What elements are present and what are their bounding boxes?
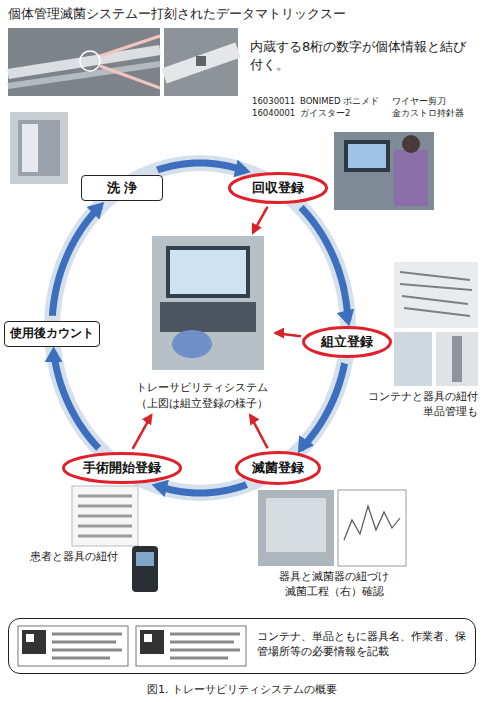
laptop-keyboard (160, 302, 256, 332)
node-label: 使用後カウント (10, 325, 94, 342)
ellipse-shape (304, 328, 391, 357)
scanner-screen (136, 552, 154, 566)
node-label: 組立登録 (321, 333, 373, 352)
table-cell: ワイヤー剪刀 (392, 96, 478, 107)
tag-lines (170, 634, 240, 658)
staff-figure (394, 150, 428, 206)
link-arrow (253, 207, 268, 233)
laptop-display (170, 250, 246, 294)
zoom-circle (80, 51, 100, 71)
barcode-scanner (132, 546, 158, 592)
node-label: 滅菌登録 (252, 459, 304, 478)
process-box: 洗 浄 (81, 175, 163, 201)
staff-head (402, 135, 420, 153)
qr-cell (144, 634, 152, 642)
qr-cell (26, 634, 34, 642)
ellipse-shape (64, 454, 181, 483)
table-cell: 16040001 (252, 108, 300, 119)
cycle-arrow (54, 352, 99, 448)
cycle-arrow (301, 207, 348, 320)
washer-door (18, 120, 60, 176)
single-item (452, 336, 462, 382)
single-item-photo (436, 332, 478, 386)
laptop-screen (344, 140, 390, 172)
instrument-set-photo (394, 262, 478, 328)
node-label: トレーサビリティシステム (136, 380, 268, 396)
photo-caption: コンテナと器具の紐付 単品管理も (362, 390, 478, 420)
figure-title: 個体管理滅菌システムー打刻されたデータマトリックスー (8, 5, 346, 23)
note-box: コンテナ、単品ともに器具名、作業者、保管場所等の必要情報を記載 (8, 618, 476, 674)
sheet-rows (78, 496, 132, 536)
node-label: 洗 浄 (107, 179, 138, 198)
cycle-arrow (157, 163, 245, 171)
instrument-shaft (8, 50, 160, 74)
node-label: 回収登録 (252, 179, 304, 198)
process-box: 使用後カウント (4, 321, 100, 347)
closeup-photo (164, 28, 238, 96)
laptop-display (348, 144, 386, 168)
registration-ellipse: 回収登録 (228, 172, 328, 204)
container-tag (18, 626, 128, 666)
cycle-arrow (301, 363, 345, 448)
process-chart (338, 490, 406, 566)
note-text: 内蔵する8桁の数字が個体情報と結び付く。 (250, 38, 472, 73)
ellipse-shape (230, 174, 327, 203)
instrument-photo (8, 28, 160, 96)
datamatrix-mark (196, 56, 206, 66)
photo-caption: 器具と滅菌器の紐づけ 滅菌工程（右）確認 (258, 570, 410, 600)
registration-ellipse: 滅菌登録 (235, 451, 321, 485)
laptop-screen (166, 246, 250, 298)
qr-code (22, 630, 46, 654)
reception-photo (334, 132, 434, 210)
washer-window (22, 124, 38, 172)
node-label: コンテナ、単品ともに器具名、作業者、保管場所等の必要情報を記載 (257, 629, 471, 659)
chart-trace (344, 506, 400, 540)
instrument-shaft (8, 64, 160, 86)
tag-lines (52, 634, 122, 658)
registration-ellipse: 組立登録 (302, 326, 392, 358)
qr-code (140, 630, 164, 654)
table-cell: 16030011 (252, 96, 300, 107)
node-sublabel: （上図は組立登録の様子） (136, 396, 268, 412)
system-panel: トレーサビリティシステム（上図は組立登録の様子） (132, 236, 272, 412)
table-cell: ガイスター2 (300, 108, 390, 119)
registration-ellipse: 手術開始登録 (62, 452, 182, 484)
table-cell: 金カストロ持針器 (392, 108, 478, 119)
single-item-tag (136, 626, 246, 666)
link-arrow (275, 333, 301, 336)
patient-sheet (72, 486, 138, 546)
washer-photo (10, 112, 68, 184)
zoom-leader (100, 66, 160, 88)
table-cell: BONIMED ボニメド (300, 96, 390, 107)
photo-caption: 患者と器具の紐付 (30, 550, 130, 565)
node-label: 手術開始登録 (83, 459, 161, 478)
zoom-leader (100, 36, 160, 56)
link-arrow (250, 415, 268, 448)
link-arrow (133, 415, 152, 449)
container-photo (394, 332, 432, 386)
cycle-arrow (52, 206, 100, 316)
cycle-arrow (157, 485, 247, 493)
sterilizer-photo (258, 490, 334, 566)
instrument-closeup (164, 50, 238, 76)
gloved-hand (172, 330, 212, 358)
figure-caption: 図1. トレーサビリティシステムの概要 (0, 682, 484, 697)
ellipse-shape (237, 453, 320, 484)
system-photo (152, 236, 264, 370)
sterilizer-door (266, 498, 326, 552)
instrument-lines (400, 272, 472, 316)
